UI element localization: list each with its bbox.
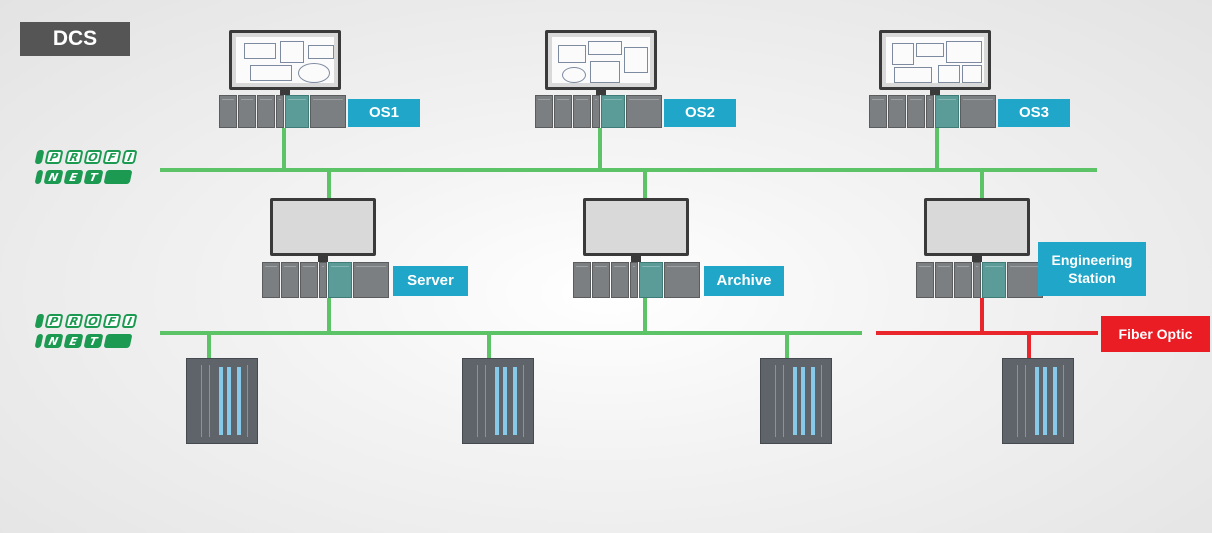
pn-letter: N (43, 170, 64, 184)
link-os2 (598, 128, 602, 170)
os1-monitor-stand (280, 90, 290, 95)
link-server-bottom (327, 298, 331, 333)
engineering-label-line2: Station (1068, 270, 1116, 286)
pn-letter: F (102, 150, 122, 164)
pn-letter: I (121, 314, 138, 328)
link-archive-top (643, 170, 647, 200)
os1-server-rack (219, 95, 347, 128)
profinet-bus-top (160, 168, 1097, 172)
pn-letter: P (44, 314, 64, 328)
link-archive-bottom (643, 298, 647, 333)
server-monitor-stand (318, 256, 328, 262)
engineering-monitor-stand (972, 256, 982, 262)
pn-letter: T (83, 170, 104, 184)
engineering-label-line1: Engineering (1051, 252, 1133, 268)
pn-letter: T (83, 334, 104, 348)
link-os3 (935, 128, 939, 170)
archive-monitor (583, 198, 689, 256)
link-plc-3 (785, 333, 789, 360)
pn-letter: R (64, 314, 84, 328)
link-plc-2 (487, 333, 491, 360)
link-engineering-top (980, 170, 984, 200)
link-server-top (327, 170, 331, 200)
profinet-logo-top-row2: N E T (34, 168, 136, 186)
os3-label: OS3 (998, 99, 1070, 127)
os3-monitor (879, 30, 991, 90)
link-plc-1 (207, 333, 211, 360)
archive-monitor-stand (631, 256, 641, 262)
fiber-optic-line (876, 331, 1098, 335)
process-graphic (886, 37, 984, 83)
pn-letter: E (63, 170, 84, 184)
link-plc-4 (1027, 333, 1031, 360)
os1-label: OS1 (348, 99, 420, 127)
os2-server-rack (535, 95, 663, 128)
archive-label: Archive (704, 266, 784, 296)
plc-controller-4 (1002, 358, 1074, 444)
process-graphic (552, 37, 650, 83)
server-rack (262, 262, 390, 298)
engineering-rack (916, 262, 1044, 298)
engineering-station-label: Engineering Station (1038, 242, 1146, 296)
profinet-logo-top: P R O F I N E T (34, 148, 138, 186)
pn-letter: O (83, 150, 103, 164)
plc-controller-3 (760, 358, 832, 444)
os3-monitor-stand (930, 90, 940, 95)
pn-letter: P (44, 150, 64, 164)
pn-letter: O (83, 314, 103, 328)
pn-letter: N (43, 334, 64, 348)
pn-letter: R (64, 150, 84, 164)
process-graphic (236, 37, 334, 83)
dcs-title-badge: DCS (20, 22, 130, 56)
profinet-logo-bottom: P R O F I N E T (34, 312, 138, 350)
fiber-optic-label: Fiber Optic (1101, 316, 1210, 352)
plc-controller-1 (186, 358, 258, 444)
profinet-logo-bottom-row1: P R O F I (34, 312, 138, 330)
os2-monitor (545, 30, 657, 90)
pn-letter: I (121, 150, 138, 164)
profinet-logo-bottom-row2: N E T (34, 332, 136, 350)
plc-controller-2 (462, 358, 534, 444)
os2-label: OS2 (664, 99, 736, 127)
profinet-logo-top-row1: P R O F I (34, 148, 138, 166)
link-engineering-bottom (980, 298, 984, 333)
os3-server-rack (869, 95, 997, 128)
archive-rack (573, 262, 701, 298)
pn-letter: E (63, 334, 84, 348)
pn-letter: F (102, 314, 122, 328)
profinet-bus-bottom (160, 331, 862, 335)
link-os1 (282, 128, 286, 170)
server-label: Server (393, 266, 468, 296)
server-monitor (270, 198, 376, 256)
os2-monitor-stand (596, 90, 606, 95)
os1-monitor (229, 30, 341, 90)
engineering-monitor (924, 198, 1030, 256)
